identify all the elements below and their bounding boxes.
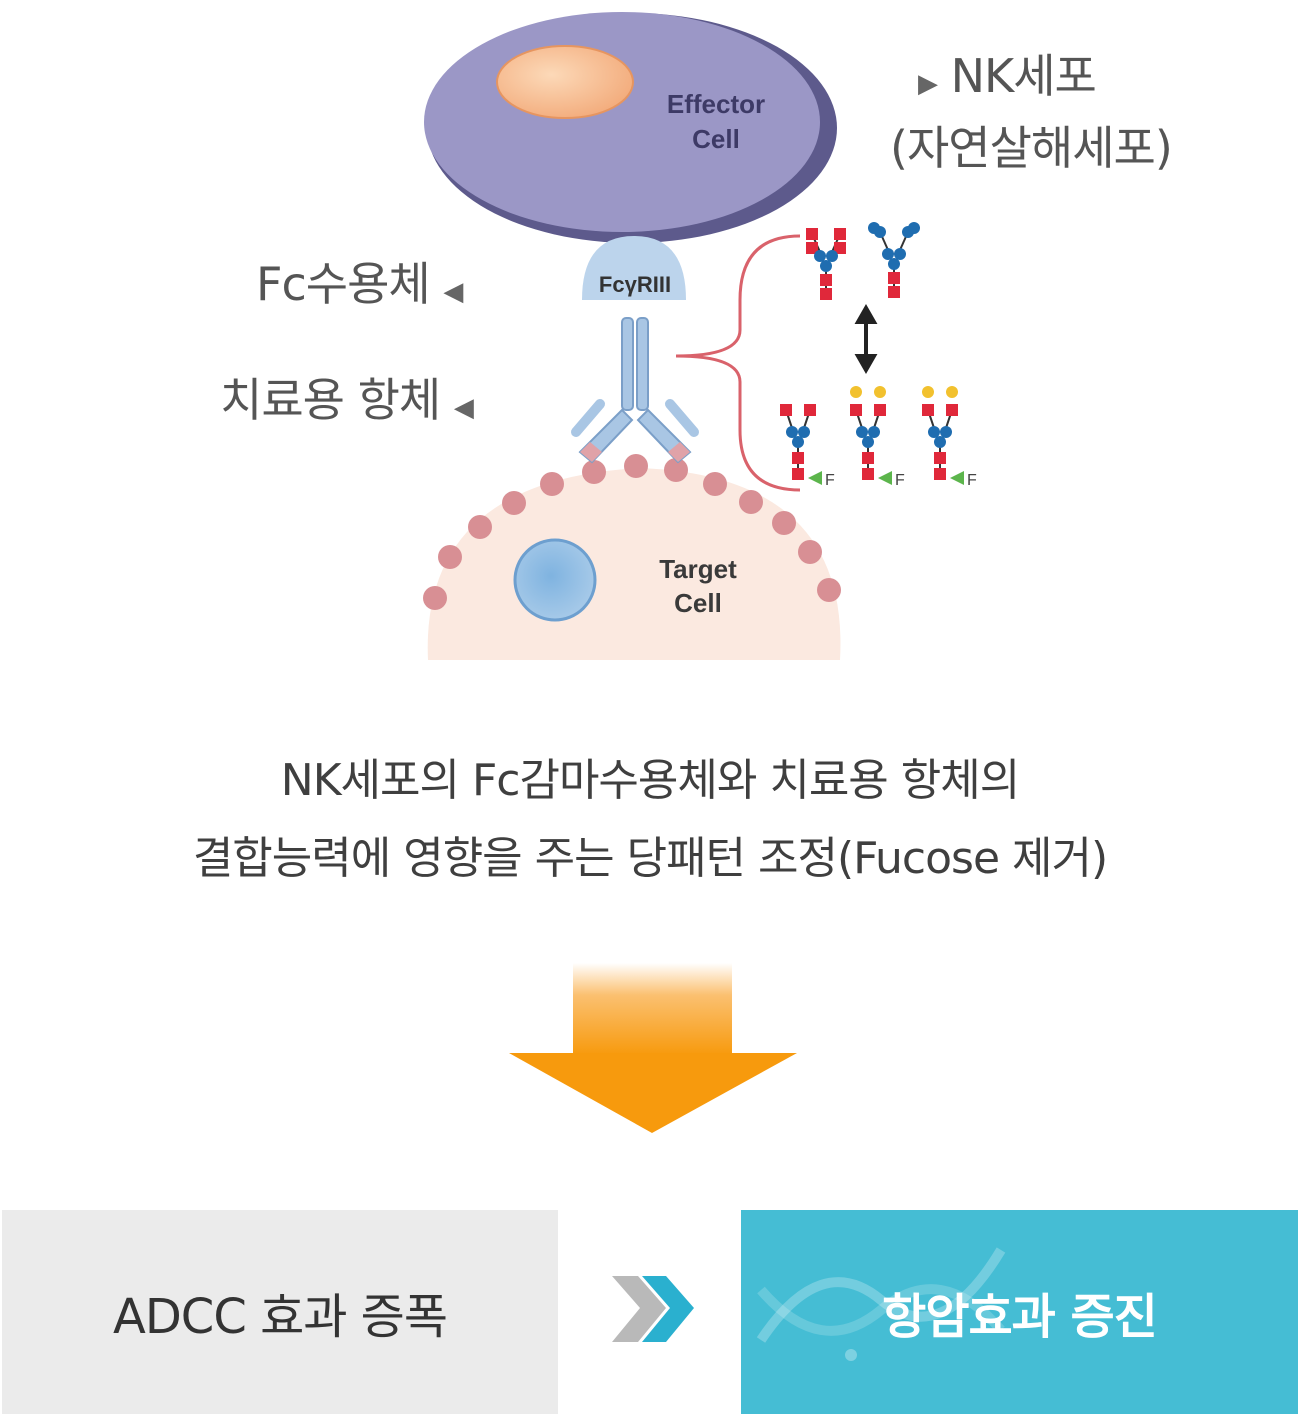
effector-nucleus — [496, 45, 634, 119]
sugar-circle — [820, 260, 832, 272]
fucose-triangle — [878, 471, 892, 485]
sugar-circle — [850, 386, 862, 398]
sugar-circle — [814, 250, 826, 262]
pointer-left-icon: ◀ — [443, 277, 463, 307]
sugar-circle — [928, 426, 940, 438]
sugar-circle — [874, 386, 886, 398]
sugar-circle — [940, 426, 952, 438]
caption-line-1: NK세포의 Fc감마수용체와 치료용 항체의 — [280, 755, 1020, 806]
fucose-label: F — [825, 472, 835, 489]
glcnac-square — [946, 404, 958, 416]
glcnac-square — [834, 228, 846, 240]
glcnac-square — [820, 288, 832, 300]
sugar-circle — [922, 386, 934, 398]
glcnac-square — [934, 468, 946, 480]
sugar-circle — [882, 248, 894, 260]
pointer-left-icon: ◀ — [453, 393, 474, 423]
antibody-label-text: 치료용 항체 — [220, 373, 441, 427]
fucose-triangle — [950, 471, 964, 485]
fc-receptor-label: Fc수용체 ◀ — [256, 248, 463, 314]
glcnac-square — [862, 468, 874, 480]
nk-cell-label: ▶ NK세포 — [918, 40, 1097, 106]
target-cell: Target Cell — [423, 454, 841, 660]
sugar-circle — [908, 222, 920, 234]
fc-receptor-label-text: Fc수용체 — [256, 257, 431, 311]
result-box-adcc-text: ADCC 효과 증폭 — [113, 1289, 448, 1345]
glcnac-square — [792, 468, 804, 480]
glcnac-square — [888, 272, 900, 284]
result-box-anticancer: 항암효과 증진 — [741, 1210, 1298, 1414]
result-box-adcc: ADCC 효과 증폭 — [2, 1210, 558, 1414]
antibody — [571, 317, 699, 464]
glycan-bracket — [675, 234, 801, 492]
sugar-circle — [934, 436, 946, 448]
nk-cell-sublabel: (자연살해세포) — [890, 121, 1173, 175]
antibody-label: 치료용 항체 ◀ — [220, 364, 474, 430]
nk-cell-label-text: NK세포 — [950, 49, 1097, 103]
sugar-circle — [792, 436, 804, 448]
receptor-label: FcγRIII — [599, 272, 671, 297]
sugar-circle — [868, 222, 880, 234]
glcnac-square — [934, 452, 946, 464]
sugar-circle — [798, 426, 810, 438]
glcnac-square — [806, 228, 818, 240]
sugar-circle — [868, 426, 880, 438]
double-chevron-icon — [612, 1276, 694, 1342]
target-cell-label-1: Target — [659, 554, 737, 584]
sugar-circle — [856, 426, 868, 438]
sugar-circle — [894, 248, 906, 260]
sugar-circle — [826, 250, 838, 262]
exchange-arrow — [854, 303, 878, 375]
glcnac-square — [792, 452, 804, 464]
down-arrow — [509, 963, 797, 1133]
sugar-circle — [946, 386, 958, 398]
effector-cell-label-2: Cell — [692, 124, 740, 154]
glcnac-square — [922, 404, 934, 416]
fucose-label: F — [967, 472, 977, 489]
glcnac-square — [834, 242, 846, 254]
fc-receptor: FcγRIII — [582, 236, 686, 300]
caption-line-2: 결합능력에 영향을 주는 당패턴 조정(Fucose 제거) — [192, 833, 1108, 884]
glcnac-square — [862, 452, 874, 464]
target-nucleus — [513, 538, 597, 622]
sugar-circle — [786, 426, 798, 438]
result-box-anticancer-text: 항암효과 증진 — [882, 1289, 1158, 1345]
glcnac-square — [806, 242, 818, 254]
effector-cell-label-1: Effector — [667, 89, 765, 119]
sugar-circle — [862, 436, 874, 448]
antigen-dots — [423, 454, 841, 610]
pointer-right-icon: ▶ — [918, 69, 938, 99]
effector-cell: Effector Cell — [424, 12, 837, 243]
glcnac-square — [874, 404, 886, 416]
glcnac-square — [820, 274, 832, 286]
fucose-triangle — [808, 471, 822, 485]
dna-watermark-icon — [756, 1247, 1006, 1361]
fucose-label: F — [895, 472, 905, 489]
glcnac-square — [804, 404, 816, 416]
glcnac-square — [888, 286, 900, 298]
glcnac-square — [850, 404, 862, 416]
sugar-circle — [888, 258, 900, 270]
glcnac-square — [780, 404, 792, 416]
target-cell-label-2: Cell — [674, 588, 722, 618]
